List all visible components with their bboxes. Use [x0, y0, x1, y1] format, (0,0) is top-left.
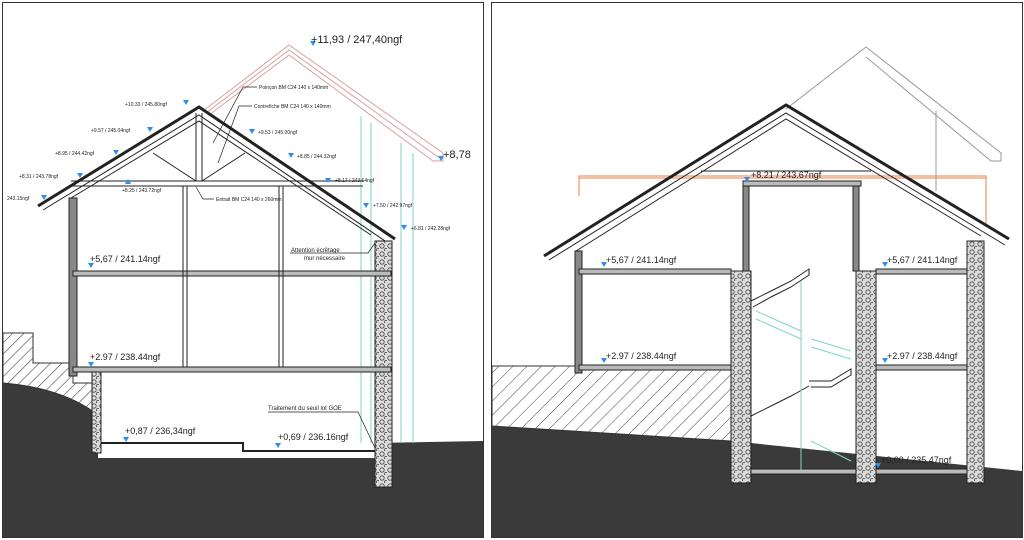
level-floor0-left: +2.97 / 238.44ngf [606, 351, 677, 361]
right-wall [966, 240, 985, 484]
note-attention-1: Attention écrêtage [291, 248, 340, 254]
stair-wall-left [730, 270, 752, 484]
note-attention-2: mur nécessaire [304, 256, 346, 262]
level-r2: +8.85 / 244.32ngf [297, 154, 337, 160]
ground-floor [72, 366, 392, 373]
staircase [750, 268, 852, 417]
level-floor1-left: +5,67 / 241.14ngf [606, 255, 677, 265]
left-wall [68, 197, 78, 377]
basement-wall [91, 370, 102, 454]
left-section-drawing: +11,93 / 247,40ngf +8,78 +10.33 / 245.80… [2, 2, 484, 538]
level-floor1: +5,67 / 241.14ngf [90, 254, 161, 264]
level-eave-ghost: +8,78 [443, 149, 471, 161]
note-entrait: Entrait BM C24 140 x 260mm [216, 197, 282, 203]
level-base2: +0,69 / 236.16ngf [278, 432, 349, 442]
ghost-roof [202, 44, 444, 162]
level-base1: +0,87 / 236,34ngf [125, 426, 196, 436]
level-l4: +8.31 / 243.78ngf [19, 174, 59, 180]
ground-terrain [3, 383, 483, 537]
level-r5: +6.81 / 242.28ngf [411, 226, 451, 232]
left-section-svg: +11,93 / 247,40ngf +8,78 +10.33 / 245.80… [3, 34, 483, 537]
level-ridge-ghost: +11,93 / 247,40ngf [311, 34, 403, 46]
level-l6: +8.25 / 243.72ngf [122, 188, 162, 194]
level-base: +0,00 / 235.47ngf [881, 455, 952, 465]
top-ceiling [742, 180, 862, 187]
right-wall-masonry [374, 240, 393, 488]
level-r1: +9.53 / 245.00ngf [258, 130, 298, 136]
floors [578, 268, 968, 475]
level-floor0-right: +2.97 / 238.44ngf [887, 351, 958, 361]
note-contrefiche: Contrefiche BM C24 140 x 140mm [254, 104, 331, 110]
orange-outline [578, 175, 987, 226]
level-r3: +8.17 / 243.64ngf [335, 178, 375, 184]
stair-wall-right [855, 270, 877, 484]
note-traitement: Traitement du seuil lot GOE [268, 406, 342, 412]
right-section-drawing: +8.21 / 243.67ngf +5,67 / 241.14ngf +5,6… [491, 2, 1023, 538]
roof-truss [543, 103, 1010, 261]
roof-truss [37, 105, 396, 246]
level-markers [41, 41, 444, 448]
right-section-svg: +8.21 / 243.67ngf +5,67 / 241.14ngf +5,6… [492, 46, 1022, 537]
level-markers [601, 177, 888, 468]
stair-lines [755, 281, 852, 471]
left-wall [574, 250, 583, 374]
ground-terrain [492, 426, 1022, 537]
level-floor0: +2.97 / 238.44ngf [90, 352, 161, 362]
level-top: +8.21 / 243.67ngf [751, 170, 822, 180]
level-floor1-right: +5,67 / 241.14ngf [887, 255, 958, 265]
upper-floor [72, 270, 392, 277]
level-l5: 243.15ngf [7, 196, 30, 202]
teal-posts [360, 116, 414, 443]
level-l1: +10.33 / 245.80ngf [125, 102, 167, 108]
basement-floor [101, 442, 375, 452]
level-r4: +7.50 / 242.97ngf [373, 203, 413, 209]
note-poincon: Poinçon BM C24 140 x 140mm [259, 85, 328, 91]
level-l3: +8.95 / 244.42ngf [55, 151, 95, 157]
level-l2: +9.57 / 245.04ngf [91, 128, 131, 134]
